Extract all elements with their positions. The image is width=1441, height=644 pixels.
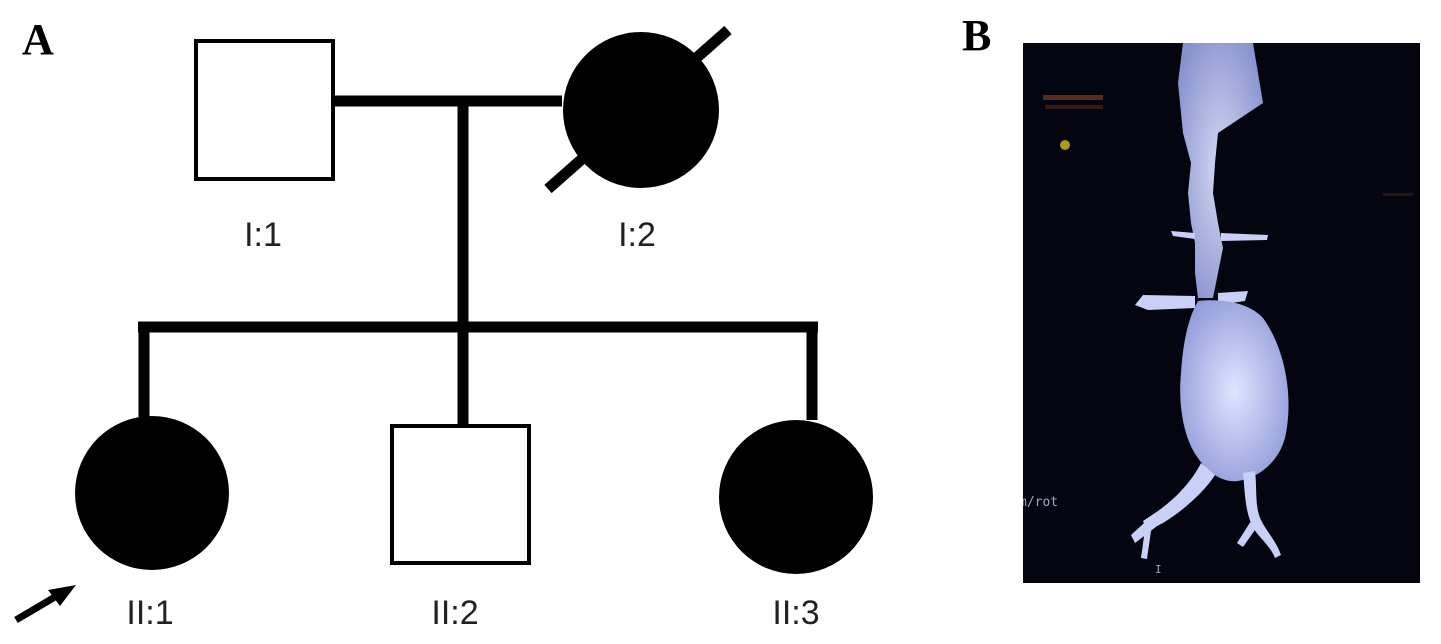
ct-angiography-image: m/rot I [1023, 43, 1420, 583]
individual-ii1-circle [75, 416, 229, 570]
individual-i1-square [194, 39, 335, 181]
individual-ii2-square [390, 424, 531, 565]
deceased-slash-icon [544, 25, 732, 194]
proband-arrow-icon [14, 585, 76, 624]
label-i2: I:2 [618, 216, 656, 254]
thoracic-aorta [1178, 43, 1263, 298]
individual-ii3-circle [719, 420, 873, 574]
label-i1: I:1 [244, 216, 282, 254]
panel-b-label: B [962, 11, 992, 60]
label-ii2: II:2 [431, 594, 479, 632]
label-ii1: II:1 [126, 594, 174, 632]
aorta-rendering [1043, 43, 1413, 559]
abdominal-aneurysm [1180, 300, 1289, 482]
ct-corner-mark: I [1155, 563, 1162, 576]
panel-a-label: A [22, 15, 54, 64]
pedigree-diagram [14, 25, 873, 624]
label-ii3: II:3 [772, 594, 820, 632]
ct-overlay-text: m/rot [1023, 495, 1059, 510]
